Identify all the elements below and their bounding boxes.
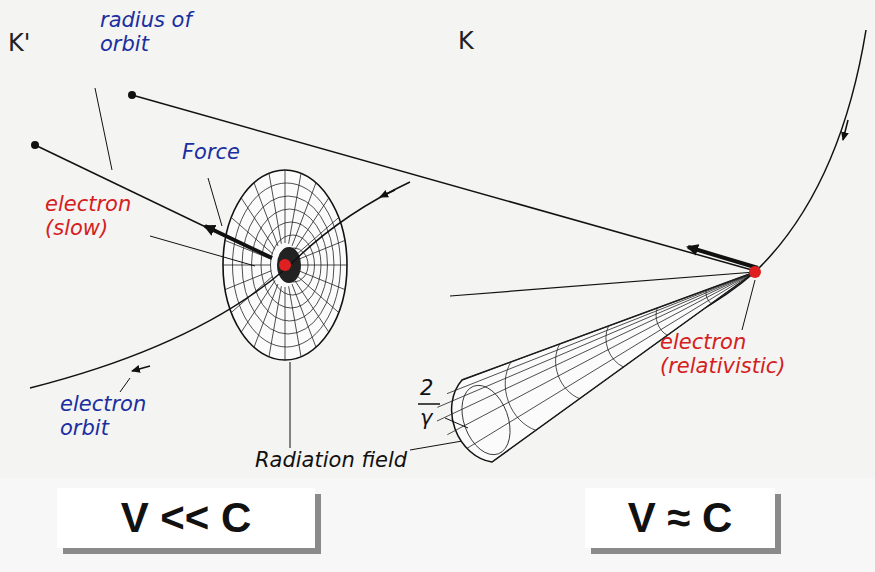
torus-hole [277, 247, 301, 283]
bottom-band [0, 478, 875, 572]
torus-meridian [269, 286, 281, 357]
electron-dot [749, 266, 761, 278]
torus-meridian [285, 287, 286, 360]
torus-meridian [289, 286, 301, 357]
torus-meridian [225, 271, 271, 290]
orbit-arrow [843, 120, 848, 140]
leader-line [290, 362, 291, 448]
torus-meridian [254, 284, 278, 347]
part-label: Force [182, 140, 262, 164]
torus-meridian [299, 265, 347, 266]
electron-dot [279, 259, 291, 271]
leader-line [410, 440, 468, 450]
leader-line [95, 88, 112, 170]
radius-line [132, 95, 752, 270]
angle-label: γ [420, 406, 444, 430]
box-text: V << C [121, 494, 252, 542]
torus-meridian [295, 281, 329, 333]
condition-box: V ≈ C [585, 488, 775, 548]
torus-meridian [295, 198, 329, 250]
part-label: electron (slow) [45, 192, 155, 240]
part-label: Radiation field [255, 448, 455, 472]
frame-label: K' [8, 30, 48, 58]
torus-radiation-pattern [223, 170, 347, 360]
electron-orbit [620, 30, 866, 345]
radius-line [35, 145, 283, 264]
part-label: electron (relativistic) [660, 330, 810, 378]
force-arrow [205, 226, 272, 258]
electron-orbit [30, 182, 410, 388]
torus-meridian [297, 276, 339, 313]
part-label: radius of orbit [100, 8, 210, 56]
torus-meridian [292, 284, 316, 347]
leader-line [445, 418, 468, 428]
angle-label: 2 [420, 376, 444, 400]
leader-line [742, 280, 755, 330]
force-arrow [688, 247, 758, 268]
torus-meridian [254, 183, 278, 246]
leader-line [120, 378, 130, 392]
cone-angle-line [450, 272, 755, 296]
torus-meridian [285, 170, 286, 243]
torus-meridian [289, 173, 301, 244]
fraction-bar [418, 403, 440, 405]
orbit-arrow [132, 366, 150, 371]
condition-box: V << C [57, 488, 315, 548]
orbit-arrow [380, 190, 395, 197]
box-text: V ≈ C [628, 494, 733, 542]
torus-meridian [241, 281, 275, 333]
torus-meridian [292, 183, 316, 246]
frame-label: K [458, 28, 498, 56]
lobe-ring [453, 379, 519, 462]
torus-outline [223, 170, 347, 360]
torus-meridian [299, 271, 345, 290]
torus-meridian [223, 265, 271, 266]
leader-line [208, 178, 222, 226]
torus-meridian [241, 198, 275, 250]
part-label: electron orbit [60, 392, 170, 440]
torus-meridian [297, 218, 339, 255]
leader-line [150, 236, 255, 266]
torus-meridian [269, 173, 281, 244]
